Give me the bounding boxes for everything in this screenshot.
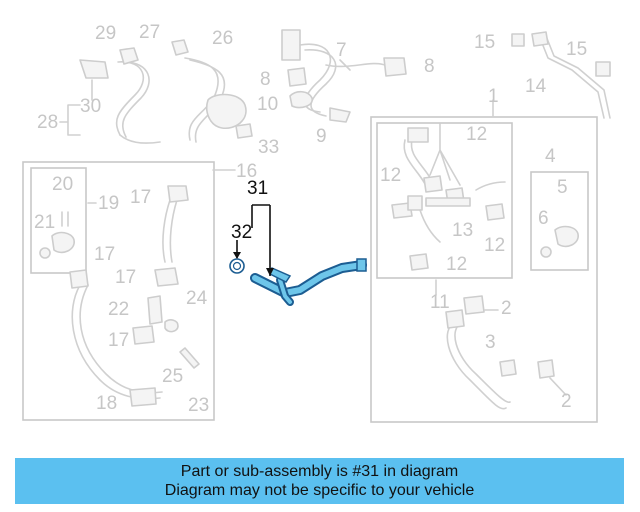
label-21: 21 [34,212,55,233]
label-17c: 17 [115,267,136,288]
banner-line-1: Part or sub-assembly is #31 in diagram [180,463,459,480]
upper-right-pipe-group [511,31,611,119]
label-22: 22 [108,299,129,320]
label-6: 6 [538,208,549,229]
label-14: 14 [525,76,547,97]
label-2a: 2 [501,298,512,319]
parts-diagram: 29 27 26 7 8 8 10 9 33 30 28 15 15 14 1 … [22,22,611,423]
label-15a: 15 [474,32,495,53]
label-17b: 17 [94,244,115,265]
label-26: 26 [212,28,233,49]
label-3: 3 [485,332,496,353]
banner-line-2: Diagram may not be specific to your vehi… [164,482,475,499]
label-31: 31 [247,178,268,199]
group-box-4 [530,171,589,271]
label-27: 27 [139,22,160,43]
label-7: 7 [336,40,347,61]
upper-hoses-group [79,29,407,144]
info-banner: Part or sub-assembly is #31 in diagram D… [15,458,624,504]
label-29: 29 [95,23,116,44]
label-12c: 12 [484,235,505,256]
right-hoses-group [391,127,579,410]
label-12a: 12 [466,124,487,145]
label-24: 24 [186,288,208,309]
label-11: 11 [430,292,450,313]
label-9: 9 [316,126,327,147]
group-box-16 [22,161,215,421]
label-28: 28 [37,112,58,133]
label-5: 5 [557,177,568,198]
label-1: 1 [488,86,499,107]
label-2b: 2 [561,391,572,412]
label-12b: 12 [380,165,401,186]
label-32: 32 [231,222,252,243]
label-12d: 12 [446,254,467,275]
left-hoses-group [39,185,200,407]
leader-lines [59,59,567,396]
label-25: 25 [162,366,183,387]
label-18: 18 [96,393,117,414]
part-number-labels: 29 27 26 7 8 8 10 9 33 30 28 15 15 14 1 … [34,22,587,416]
group-box-19 [30,167,87,274]
label-8a: 8 [260,69,271,90]
group-box-11 [376,122,513,279]
label-30: 30 [80,96,101,117]
part-31-pipe[interactable] [250,258,367,306]
label-17d: 17 [108,330,129,351]
label-13: 13 [452,220,473,241]
label-15b: 15 [566,39,587,60]
label-16: 16 [236,161,257,182]
part-32-seal[interactable] [229,258,245,274]
label-8b: 8 [424,56,435,77]
label-10: 10 [257,94,278,115]
label-23: 23 [188,395,209,416]
label-33: 33 [258,137,279,158]
label-17a: 17 [130,187,151,208]
label-4: 4 [545,146,556,167]
label-19: 19 [98,193,119,214]
label-20: 20 [52,174,73,195]
group-box-1 [370,116,598,423]
